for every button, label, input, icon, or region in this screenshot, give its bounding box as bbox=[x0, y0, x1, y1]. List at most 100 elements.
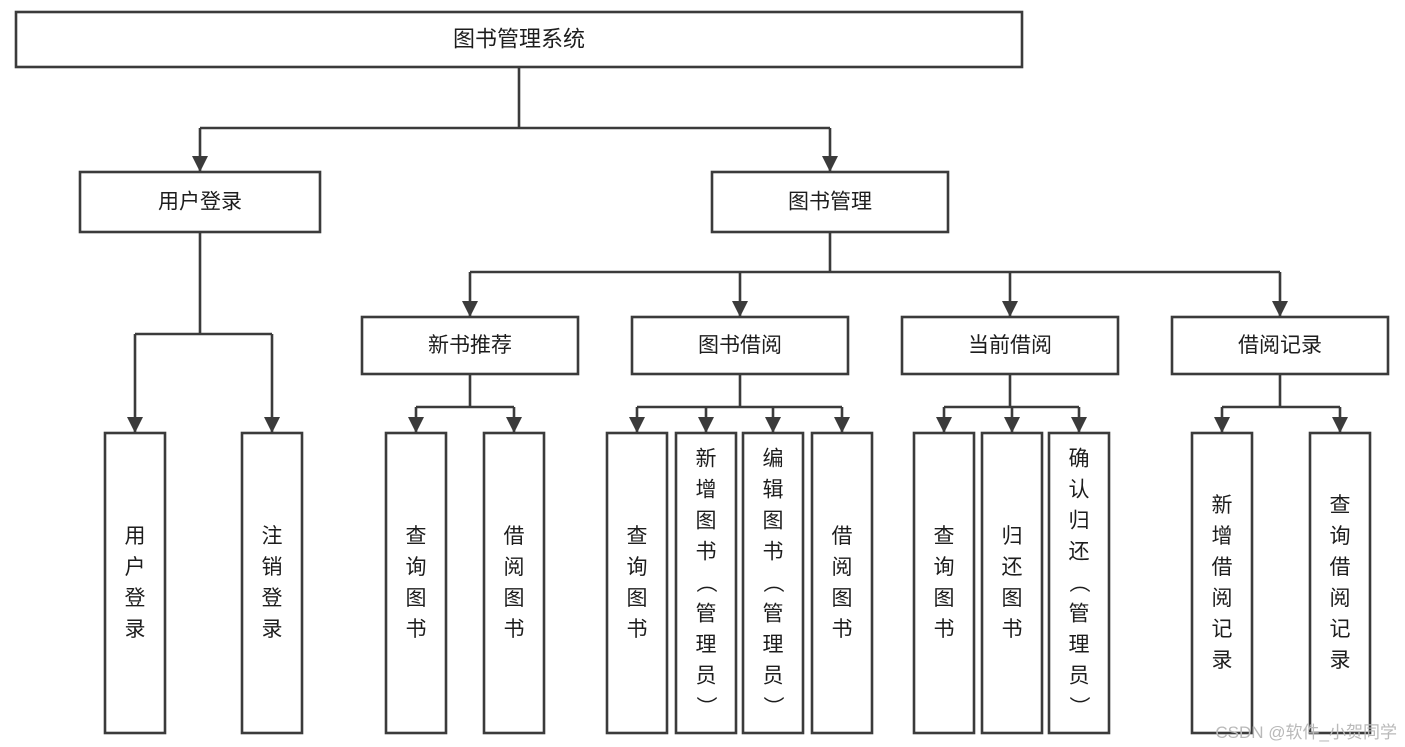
leaf-glyph: 借 bbox=[1212, 556, 1233, 579]
leaf-glyph: （ bbox=[694, 572, 717, 593]
leaf-glyph: 图 bbox=[627, 587, 648, 610]
arrow-down-icon-leaf-confirm-return bbox=[1071, 417, 1087, 433]
leaf-glyph: 管 bbox=[1069, 603, 1090, 626]
leaf-glyph: 员 bbox=[763, 665, 784, 688]
leaf-glyph: 新 bbox=[696, 448, 717, 471]
arrow-down-icon-leaf-query-book-1 bbox=[408, 417, 424, 433]
node-box-leaf-borrow-book-1[interactable] bbox=[482, 431, 546, 735]
leaf-glyph: 书 bbox=[696, 541, 717, 564]
leaf-glyph: 查 bbox=[406, 525, 427, 548]
node-box-layer bbox=[14, 10, 1390, 735]
arrow-down-icon-new-book-recommend bbox=[462, 301, 478, 317]
node-box-new-book-recommend[interactable] bbox=[360, 315, 580, 376]
leaf-glyph: 询 bbox=[627, 556, 648, 579]
arrow-down-icon-leaf-return-book bbox=[1004, 417, 1020, 433]
leaf-glyph: 图 bbox=[504, 587, 525, 610]
arrow-down-icon-leaf-borrow-book-1 bbox=[506, 417, 522, 433]
leaf-glyph: 增 bbox=[1212, 525, 1233, 548]
leaf-glyph: 图 bbox=[406, 587, 427, 610]
node-box-leaf-return-book[interactable] bbox=[980, 431, 1044, 735]
leaf-glyph: （ bbox=[761, 572, 784, 593]
leaf-glyph: 记 bbox=[1212, 618, 1233, 641]
csdn-watermark: CSDN @软件_小贺同学 bbox=[1215, 723, 1397, 742]
leaf-glyph: 编 bbox=[763, 448, 784, 471]
leaf-glyph: 录 bbox=[1212, 649, 1233, 672]
leaf-glyph: 登 bbox=[125, 587, 146, 610]
node-box-user-login[interactable] bbox=[78, 170, 322, 234]
arrow-down-icon-book-manage bbox=[822, 156, 838, 172]
node-box-current-borrow[interactable] bbox=[900, 315, 1120, 376]
node-box-leaf-add-record[interactable] bbox=[1190, 431, 1254, 735]
node-box-leaf-query-book-2[interactable] bbox=[605, 431, 669, 735]
leaf-glyph: 录 bbox=[1330, 649, 1351, 672]
node-box-book-manage[interactable] bbox=[710, 170, 950, 234]
leaf-glyph: 销 bbox=[262, 556, 283, 579]
leaf-glyph: 图 bbox=[1002, 587, 1023, 610]
leaf-glyph: 阅 bbox=[1330, 587, 1351, 610]
leaf-glyph: 阅 bbox=[1212, 587, 1233, 610]
node-box-borrow-record[interactable] bbox=[1170, 315, 1390, 376]
node-box-leaf-query-book-3[interactable] bbox=[912, 431, 976, 735]
leaf-glyph: 员 bbox=[696, 665, 717, 688]
connector-layer bbox=[127, 67, 1348, 433]
leaf-glyph: 理 bbox=[1069, 634, 1090, 657]
leaf-glyph: ） bbox=[1067, 696, 1090, 717]
node-box-book-borrow[interactable] bbox=[630, 315, 850, 376]
arrow-down-icon-leaf-user-login bbox=[127, 417, 143, 433]
leaf-glyph: 员 bbox=[1069, 665, 1090, 688]
node-box-leaf-borrow-book-2[interactable] bbox=[810, 431, 874, 735]
node-box-leaf-query-book-1[interactable] bbox=[384, 431, 448, 735]
leaf-glyph: 书 bbox=[627, 618, 648, 641]
node-label-book-manage: 图书管理 bbox=[788, 191, 872, 214]
leaf-glyph: 查 bbox=[1330, 494, 1351, 517]
leaf-glyph: 认 bbox=[1069, 479, 1090, 502]
leaf-glyph: 借 bbox=[504, 525, 525, 548]
node-label-book-borrow: 图书借阅 bbox=[698, 334, 782, 357]
leaf-glyph: 询 bbox=[1330, 525, 1351, 548]
node-box-root[interactable] bbox=[14, 10, 1024, 69]
node-box-leaf-user-login[interactable] bbox=[103, 431, 167, 735]
leaf-glyph: ） bbox=[761, 696, 784, 717]
node-box-leaf-query-record[interactable] bbox=[1308, 431, 1372, 735]
arrow-down-icon-leaf-query-book-3 bbox=[936, 417, 952, 433]
arrow-down-icon-book-borrow bbox=[732, 301, 748, 317]
leaf-glyph: 确 bbox=[1069, 448, 1090, 471]
node-box-leaf-confirm-return[interactable] bbox=[1047, 431, 1111, 735]
leaf-glyph: 图 bbox=[696, 510, 717, 533]
leaf-glyph: 书 bbox=[406, 618, 427, 641]
leaf-glyph: 录 bbox=[262, 618, 283, 641]
leaf-glyph: 管 bbox=[696, 603, 717, 626]
leaf-glyph: 还 bbox=[1069, 541, 1090, 564]
leaf-glyph: 书 bbox=[1002, 618, 1023, 641]
leaf-glyph: 书 bbox=[763, 541, 784, 564]
arrow-down-icon-current-borrow bbox=[1002, 301, 1018, 317]
node-box-leaf-logout[interactable] bbox=[240, 431, 304, 735]
node-box-leaf-add-book[interactable] bbox=[674, 431, 738, 735]
node-label-current-borrow: 当前借阅 bbox=[968, 334, 1052, 357]
leaf-glyph: 注 bbox=[262, 525, 283, 548]
leaf-glyph: 询 bbox=[406, 556, 427, 579]
leaf-glyph: 书 bbox=[934, 618, 955, 641]
arrow-down-icon-leaf-logout bbox=[264, 417, 280, 433]
node-box-leaf-edit-book[interactable] bbox=[741, 431, 805, 735]
leaf-glyph: 图 bbox=[934, 587, 955, 610]
leaf-glyph: 辑 bbox=[763, 479, 784, 502]
root-node-label: 图书管理系统 bbox=[453, 26, 585, 51]
leaf-glyph: 阅 bbox=[504, 556, 525, 579]
arrow-down-icon-leaf-query-book-2 bbox=[629, 417, 645, 433]
arrow-down-icon-user-login bbox=[192, 156, 208, 172]
leaf-glyph: （ bbox=[1067, 572, 1090, 593]
leaf-glyph: 归 bbox=[1069, 510, 1090, 533]
arrow-down-icon-leaf-add-book bbox=[698, 417, 714, 433]
